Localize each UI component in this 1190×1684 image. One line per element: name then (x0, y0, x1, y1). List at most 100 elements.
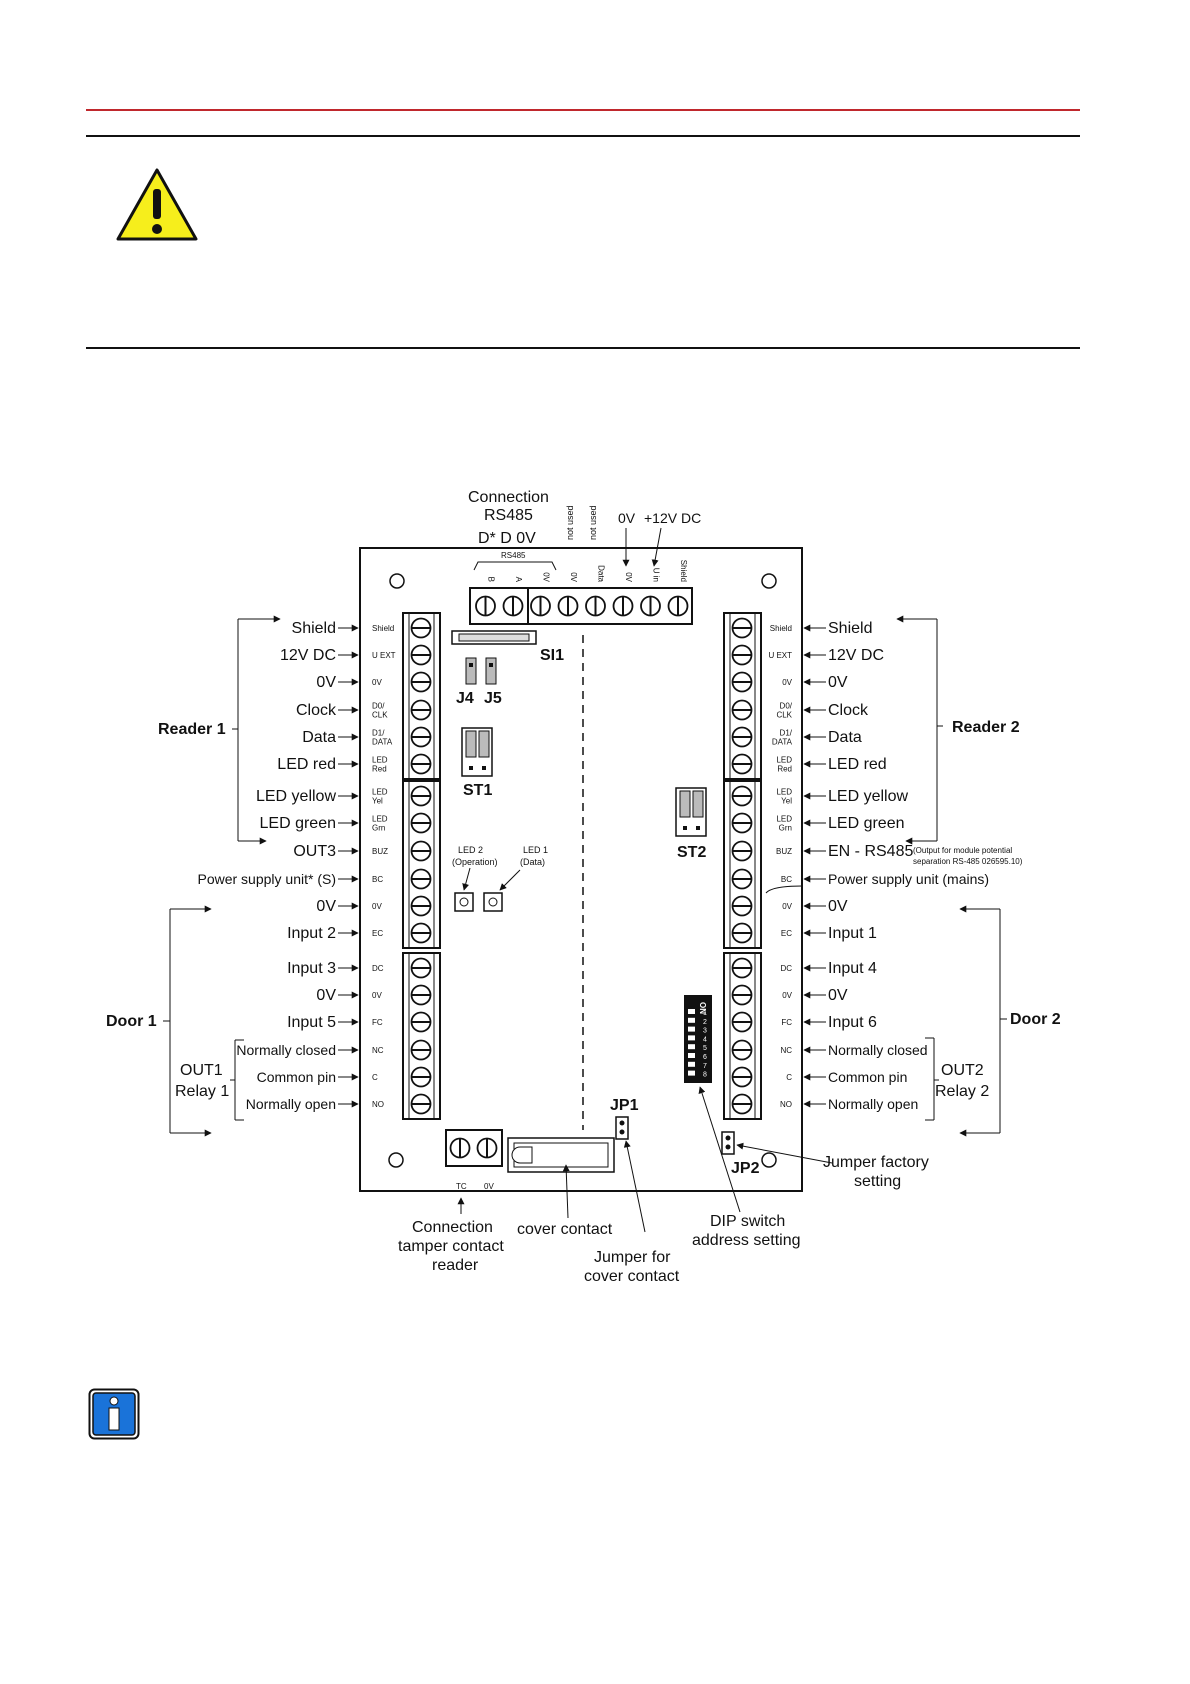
dip-on-label: ON (698, 1002, 707, 1014)
led1-label: LED 1 (523, 845, 548, 855)
left-terminal-screw (410, 699, 432, 721)
left-terminal-label-line2: CLK (372, 711, 388, 720)
dip-switch-number: 8 (703, 1072, 707, 1079)
left-terminal-label: DC (372, 964, 384, 973)
right-signal-label: Shield (828, 620, 872, 637)
top-terminal-label: Shield (679, 560, 688, 582)
not-used-label-2: not used (588, 505, 598, 540)
left-signal-label: Data (302, 729, 336, 746)
left-terminal-screw (410, 785, 432, 807)
left-signal-label: LED yellow (256, 788, 336, 805)
arrow-cover (562, 1164, 570, 1219)
right-terminal-screw (731, 785, 753, 807)
left-signal-label: OUT3 (293, 843, 336, 860)
left-terminal-screw (410, 895, 432, 917)
rs485-connection-label-2: RS485 (484, 507, 533, 524)
left-terminal-label: LED (372, 788, 388, 797)
left-signal-label: Input 2 (287, 925, 336, 942)
left-signal-label: 0V (316, 674, 336, 691)
left-terminal-screw (410, 840, 432, 862)
top-terminal-label: A (514, 577, 523, 583)
left-signal-label: 0V (316, 898, 336, 915)
jumper-jp1: JP1 (610, 1097, 639, 1140)
fuse-si1: SI1 (451, 630, 564, 664)
right-terminal-screw (731, 671, 753, 693)
rs485-bracket (473, 561, 557, 571)
tamper-screw-0v (476, 1137, 498, 1159)
top-0v-label: 0V (618, 510, 636, 526)
left-signal-label: 0V (316, 987, 336, 1004)
arrow-top-12v (651, 527, 662, 567)
left-terminal-screw (410, 644, 432, 666)
arrow-jp1 (623, 1140, 646, 1233)
right-terminal-label: EC (781, 929, 792, 938)
door2-label: Door 2 (1010, 1011, 1061, 1028)
right-terminal-screw (731, 895, 753, 917)
left-terminal-screw (410, 922, 432, 944)
top-terminal-label: B (487, 577, 496, 582)
dip-switch-lever (688, 1053, 695, 1058)
left-terminal-label-line2: Grn (372, 824, 385, 833)
right-terminal-label-line2: DATA (772, 738, 793, 747)
left-signal-label: Shield (292, 620, 336, 637)
jp2-label: JP2 (731, 1160, 760, 1177)
info-icon (88, 1388, 140, 1440)
dip-switch-lever (688, 1009, 695, 1014)
cover-contact (507, 1137, 615, 1173)
left-signal-label: Clock (296, 702, 337, 719)
left-terminal-screw (410, 812, 432, 834)
warning-triangle-icon (116, 168, 198, 241)
left-terminal-screw (410, 868, 432, 890)
left-signal-label: Input 3 (287, 960, 336, 977)
right-terminal-label: DC (780, 964, 792, 973)
warning-top-rule (86, 135, 1080, 137)
right-signal-label: Clock (828, 702, 869, 719)
tamper-label-2: tamper contact (398, 1238, 504, 1255)
left-terminal-label: Shield (372, 624, 394, 633)
group-brackets (163, 615, 1007, 1137)
right-terminal-label: 0V (782, 991, 792, 1000)
jumper-j4-j5: J4 J5 (456, 657, 502, 707)
out1-label: OUT1 (180, 1062, 223, 1079)
top-terminal-label: 0V (624, 572, 633, 582)
rs485-note-2: separation RS-485 026595.10) (913, 857, 1023, 866)
right-terminal-screw (731, 726, 753, 748)
left-terminal-screw (410, 1093, 432, 1115)
right-signal-label: LED yellow (828, 788, 908, 805)
status-leds: LED 2 (Operation) LED 1 (Data) (452, 845, 548, 912)
right-terminal-label: NC (780, 1046, 792, 1055)
arrow-jp2 (736, 1142, 833, 1164)
relay1-label: Relay 1 (175, 1083, 229, 1100)
door1-label: Door 1 (106, 1013, 157, 1030)
left-terminal-screw (410, 984, 432, 1006)
left-terminal-screw (410, 1039, 432, 1061)
left-terminal-screw (410, 957, 432, 979)
dip-switch-lever (688, 1035, 695, 1041)
left-terminal-label-line2: DATA (372, 738, 393, 747)
right-terminal-label-line2: CLK (776, 711, 792, 720)
jumper-factory-label-2: setting (854, 1173, 901, 1190)
dip-switch-lever (688, 1017, 695, 1023)
reader2-label: Reader 2 (952, 719, 1020, 736)
right-signal-label: Power supply unit (mains) (828, 871, 989, 887)
left-terminal-label: NC (372, 1046, 384, 1055)
right-signal-label: Input 1 (828, 925, 877, 942)
warning-bottom-rule (86, 347, 1080, 349)
left-terminal-label: U EXT (372, 651, 396, 660)
right-terminal-label: BUZ (776, 847, 792, 856)
left-terminal-label: FC (372, 1018, 383, 1027)
top-terminal-screw (530, 595, 551, 617)
left-signal-label: Common pin (257, 1069, 336, 1085)
dip-switch-number: 3 (703, 1028, 707, 1035)
jumper-cover-label-2: cover contact (584, 1268, 680, 1285)
tc-label: TC (456, 1182, 467, 1191)
right-terminal-label: C (786, 1073, 792, 1082)
right-terminal-label: FC (781, 1018, 792, 1027)
right-signal-label: EN - RS485 (828, 843, 913, 860)
led2-sub-label: (Operation) (452, 857, 498, 867)
rs485-pins-label: D* D 0V (478, 530, 536, 547)
